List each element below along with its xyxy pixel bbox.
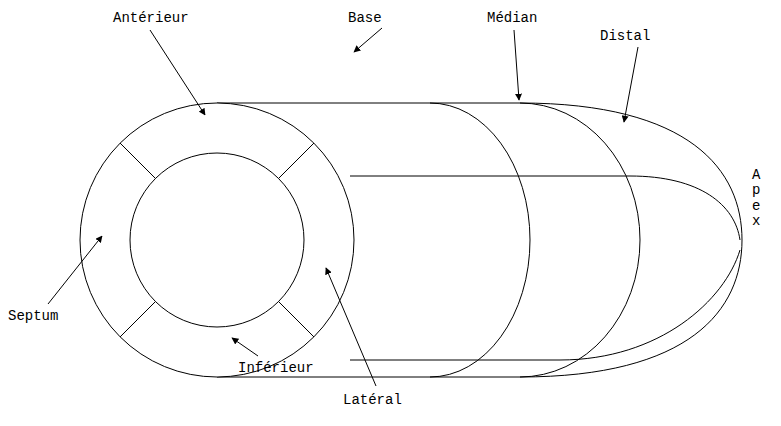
- level-label: Médian: [487, 10, 537, 26]
- leader-arrow: [354, 28, 382, 52]
- cavity-line: [350, 250, 740, 360]
- level-label: Apex: [752, 168, 766, 230]
- base-outer-circle: [80, 103, 354, 377]
- level-label: Distal: [600, 28, 650, 44]
- leader-arrow: [624, 47, 638, 122]
- leader-arrow: [150, 30, 205, 115]
- segment-divider: [279, 143, 315, 179]
- distal-arc: [520, 103, 640, 377]
- leader-arrow: [48, 236, 102, 304]
- segment-divider: [120, 302, 156, 338]
- leader-arrow: [326, 268, 376, 386]
- segment-divider: [120, 143, 156, 179]
- segment-label: Septum: [8, 308, 58, 324]
- base-inner-circle: [130, 153, 304, 327]
- segment-divider: [279, 302, 315, 338]
- median-arc: [430, 103, 530, 377]
- segment-label: Latéral: [343, 392, 402, 408]
- leader-arrow: [514, 30, 519, 100]
- segment-label: Inférieur: [238, 360, 314, 376]
- segment-label: Antérieur: [113, 10, 189, 26]
- level-label: Base: [348, 10, 382, 26]
- cavity-line: [350, 176, 740, 240]
- leader-arrow: [232, 338, 258, 356]
